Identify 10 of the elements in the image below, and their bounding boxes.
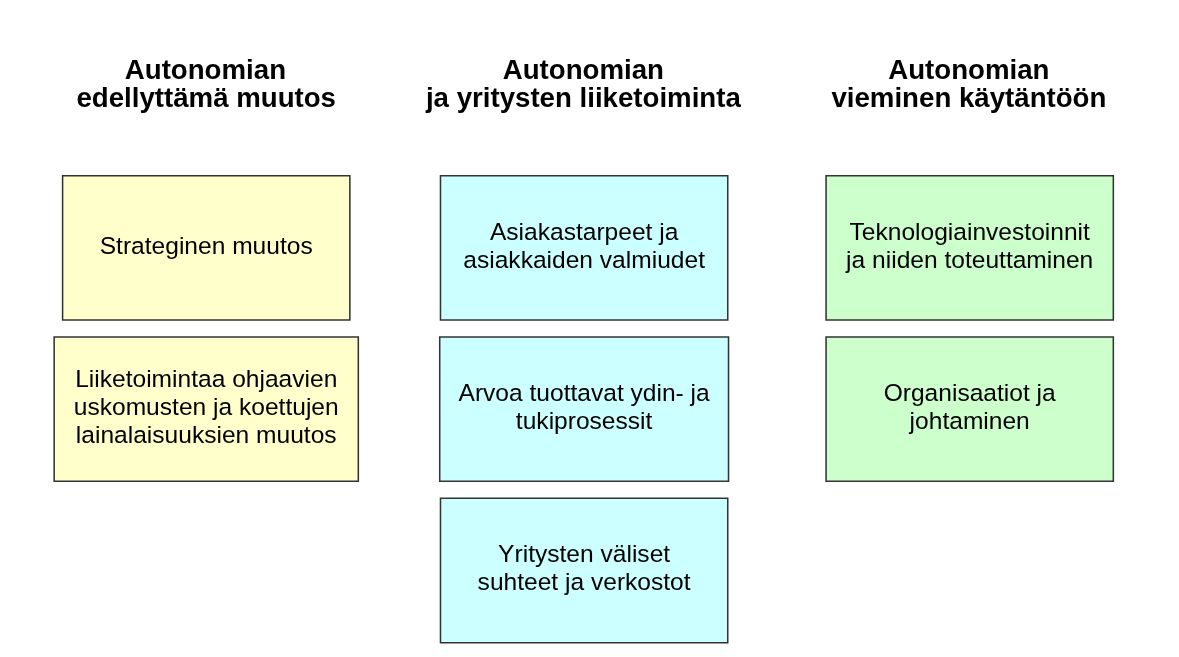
- node-box: Arvoa tuottavat ydin- ja tukiprosessit: [438, 336, 730, 483]
- node-box: Teknologiainvestoinnit ja niiden toteuttaminen: [825, 174, 1115, 321]
- node-box: Asiakastarpeet ja asiakkaiden valmiudet: [439, 174, 729, 321]
- label: Autonomian edellyttämä muutos: [76, 54, 336, 114]
- node-box: Liiketoimintaa ohjaavien uskomusten ja koettujen lainalaisuuksien muutos: [53, 336, 360, 483]
- label: Autonomian ja yritysten liiketoiminta: [425, 54, 741, 114]
- node-box: Strateginen muutos: [61, 174, 351, 321]
- node-box: Yritysten väliset suhteet ja verkostot: [439, 497, 729, 644]
- label: Autonomian vieminen käytäntöön: [831, 54, 1107, 114]
- node-box: Organisaatiot ja johtaminen: [825, 336, 1115, 483]
